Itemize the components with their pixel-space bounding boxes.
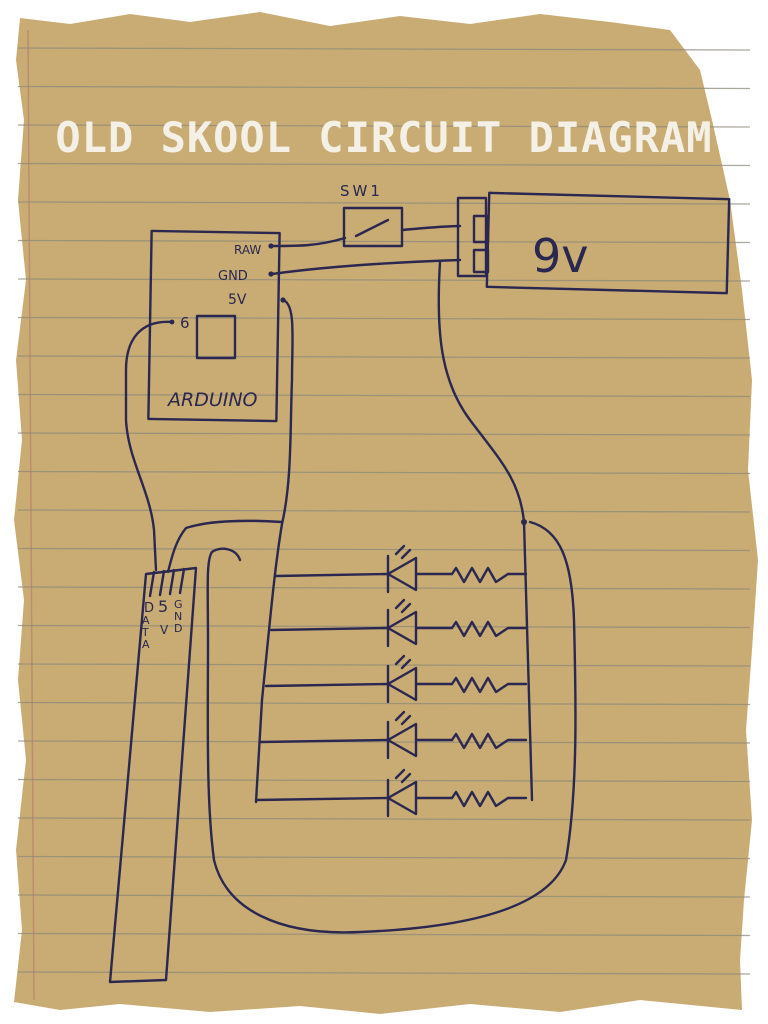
pin-raw-label: RAW [234, 243, 261, 257]
led-row [254, 768, 528, 818]
rule-line [17, 355, 751, 359]
rule-line [17, 239, 751, 244]
strip-label-d: D [144, 601, 154, 616]
rule-line [17, 932, 751, 937]
wire-switch-battery [400, 224, 462, 232]
led-resistor [450, 676, 528, 694]
arduino-label: ARDUINO [166, 389, 258, 411]
strip-label-t: T [141, 626, 149, 639]
led-rows [254, 544, 528, 818]
led-wire [259, 738, 390, 744]
rule-line [17, 586, 751, 590]
rule-line [17, 124, 751, 128]
rule-line [17, 740, 751, 744]
led-light-arrows [394, 768, 412, 784]
arduino-chip [195, 314, 237, 360]
rule-line [17, 817, 751, 821]
led-wire [264, 682, 390, 688]
led-light-arrows [394, 654, 412, 670]
rule-line [17, 971, 751, 975]
margin-line [27, 29, 35, 1001]
rule-line [17, 85, 751, 90]
wire-strip-5v [166, 519, 284, 574]
rule-line [17, 624, 751, 629]
rule-line [17, 470, 751, 475]
battery-label: 9v [532, 229, 589, 283]
wire-return-loop [206, 520, 577, 934]
wire-raw [270, 236, 347, 248]
wire-5v [254, 298, 294, 804]
wire-ground-bus [437, 260, 534, 802]
pin-5v-label: 5V [228, 292, 247, 308]
strip-label-a1: A [142, 614, 150, 627]
rule-line [17, 778, 751, 783]
rule-line [17, 855, 751, 860]
rule-line [17, 201, 751, 205]
circuit-drawing [108, 191, 731, 984]
led-resistor [450, 790, 528, 808]
rule-line [17, 162, 751, 167]
led-row [274, 544, 528, 594]
rule-line [17, 316, 751, 321]
strip-label-5: 5 [158, 597, 168, 616]
strip-label-n: N [174, 610, 182, 623]
led-wire [269, 626, 390, 632]
led-light-arrows [394, 710, 412, 726]
led-resistor [450, 620, 528, 638]
diagram-title: OLD SKOOL CIRCUIT DIAGRAM [55, 113, 712, 162]
wire-gnd [270, 258, 462, 276]
led-row [264, 654, 528, 704]
pin-dots [169, 243, 527, 525]
rule-line [17, 547, 751, 552]
led-row [259, 710, 528, 760]
torn-paper [14, 12, 758, 1014]
switch-label: SW1 [340, 182, 383, 200]
rule-line [17, 432, 751, 436]
rule-line [17, 509, 751, 513]
rule-line [17, 894, 751, 898]
battery-cap [456, 196, 488, 278]
led-row [269, 598, 528, 648]
rule-line [17, 47, 751, 51]
wire-data [124, 320, 174, 572]
rule-line [17, 393, 751, 398]
pin-gnd-label: GND [218, 269, 248, 284]
ruled-lines [17, 47, 751, 975]
strip-label-v: V [160, 623, 169, 637]
led-light-arrows [394, 544, 412, 560]
pin-6-label: 6 [180, 314, 190, 332]
rule-line [17, 701, 751, 706]
led-strip [108, 566, 198, 984]
rule-line [17, 663, 751, 667]
strip-label-g: G [174, 598, 183, 611]
led-resistor [450, 732, 528, 750]
strip-pin-labels: D A T A 5 V G N D [141, 597, 183, 651]
switch-body [342, 206, 404, 248]
strip-label-a2: A [142, 638, 150, 651]
led-wire [254, 796, 390, 802]
strip-label-d2: D [174, 622, 182, 635]
led-resistor [450, 566, 528, 584]
rule-line [17, 278, 751, 282]
led-light-arrows [394, 598, 412, 614]
led-wire [274, 572, 390, 578]
